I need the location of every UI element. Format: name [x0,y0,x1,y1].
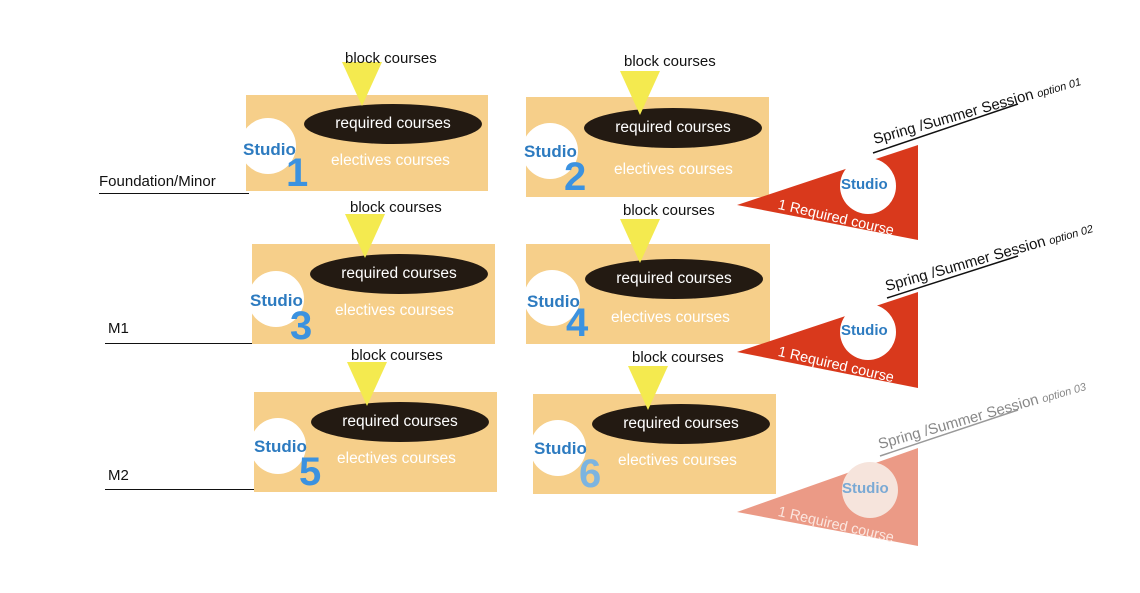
row-underline-foundation [99,193,249,194]
studio-4-label: Studio [527,292,580,311]
studio-5-electives: electives courses [337,450,456,467]
studio-3-number: 3 [290,304,313,348]
studio-1-block-label: block courses [345,50,437,67]
studio-1-required-courses: required courses [304,104,482,144]
studio-4-circle [524,270,580,326]
studio-6-electives: electives courses [618,452,737,469]
session-01-studio-label: Studio [841,176,888,193]
studio-5-block-label: block courses [351,347,443,364]
studio-4-required-courses: required courses [585,259,763,299]
studio-1-label: Studio [243,140,296,159]
studio-6-circle [530,420,586,476]
studio-2-label: Studio [524,142,577,161]
session-03-studio-label: Studio [842,480,889,497]
studio-3-required-courses: required courses [310,254,488,294]
studio-1-electives: electives courses [331,152,450,169]
studio-6-block-label: block courses [632,349,724,366]
studio-1-block-arrow [342,62,382,106]
studio-4-electives: electives courses [611,309,730,326]
studio-5-number: 5 [299,450,322,494]
row-underline-m1 [105,343,252,344]
studio-6-block-arrow [628,366,668,410]
studio-1-circle [240,118,296,174]
studio-6-number: 6 [579,452,602,496]
studio-6-required-courses: required courses [592,404,770,444]
row-label-m2: M2 [108,467,129,484]
studio-2-required-courses: required courses [584,108,762,148]
studio-4-block-label: block courses [623,202,715,219]
studio-2-number: 2 [564,155,587,199]
studio-3-block-label: block courses [350,199,442,216]
studio-2-electives: electives courses [614,161,733,178]
studio-6-label: Studio [534,439,587,458]
studio-5-required-courses: required courses [311,402,489,442]
studio-3-block-arrow [345,214,385,258]
studio-5-label: Studio [254,437,307,456]
studio-2-block-label: block courses [624,53,716,70]
studio-2-block-arrow [620,71,660,115]
studio-1-number: 1 [286,151,309,195]
studio-2-circle [522,123,578,179]
studio-5-block-arrow [347,362,387,406]
studio-3-electives: electives courses [335,302,454,319]
row-underline-m2 [105,489,255,490]
studio-5-circle [250,418,306,474]
session-02-studio-label: Studio [841,322,888,339]
row-label-foundation: Foundation/Minor [99,173,216,190]
row-label-m1: M1 [108,320,129,337]
studio-3-circle [248,271,304,327]
studio-4-number: 4 [566,301,589,345]
studio-4-block-arrow [620,219,660,263]
studio-3-label: Studio [250,291,303,310]
